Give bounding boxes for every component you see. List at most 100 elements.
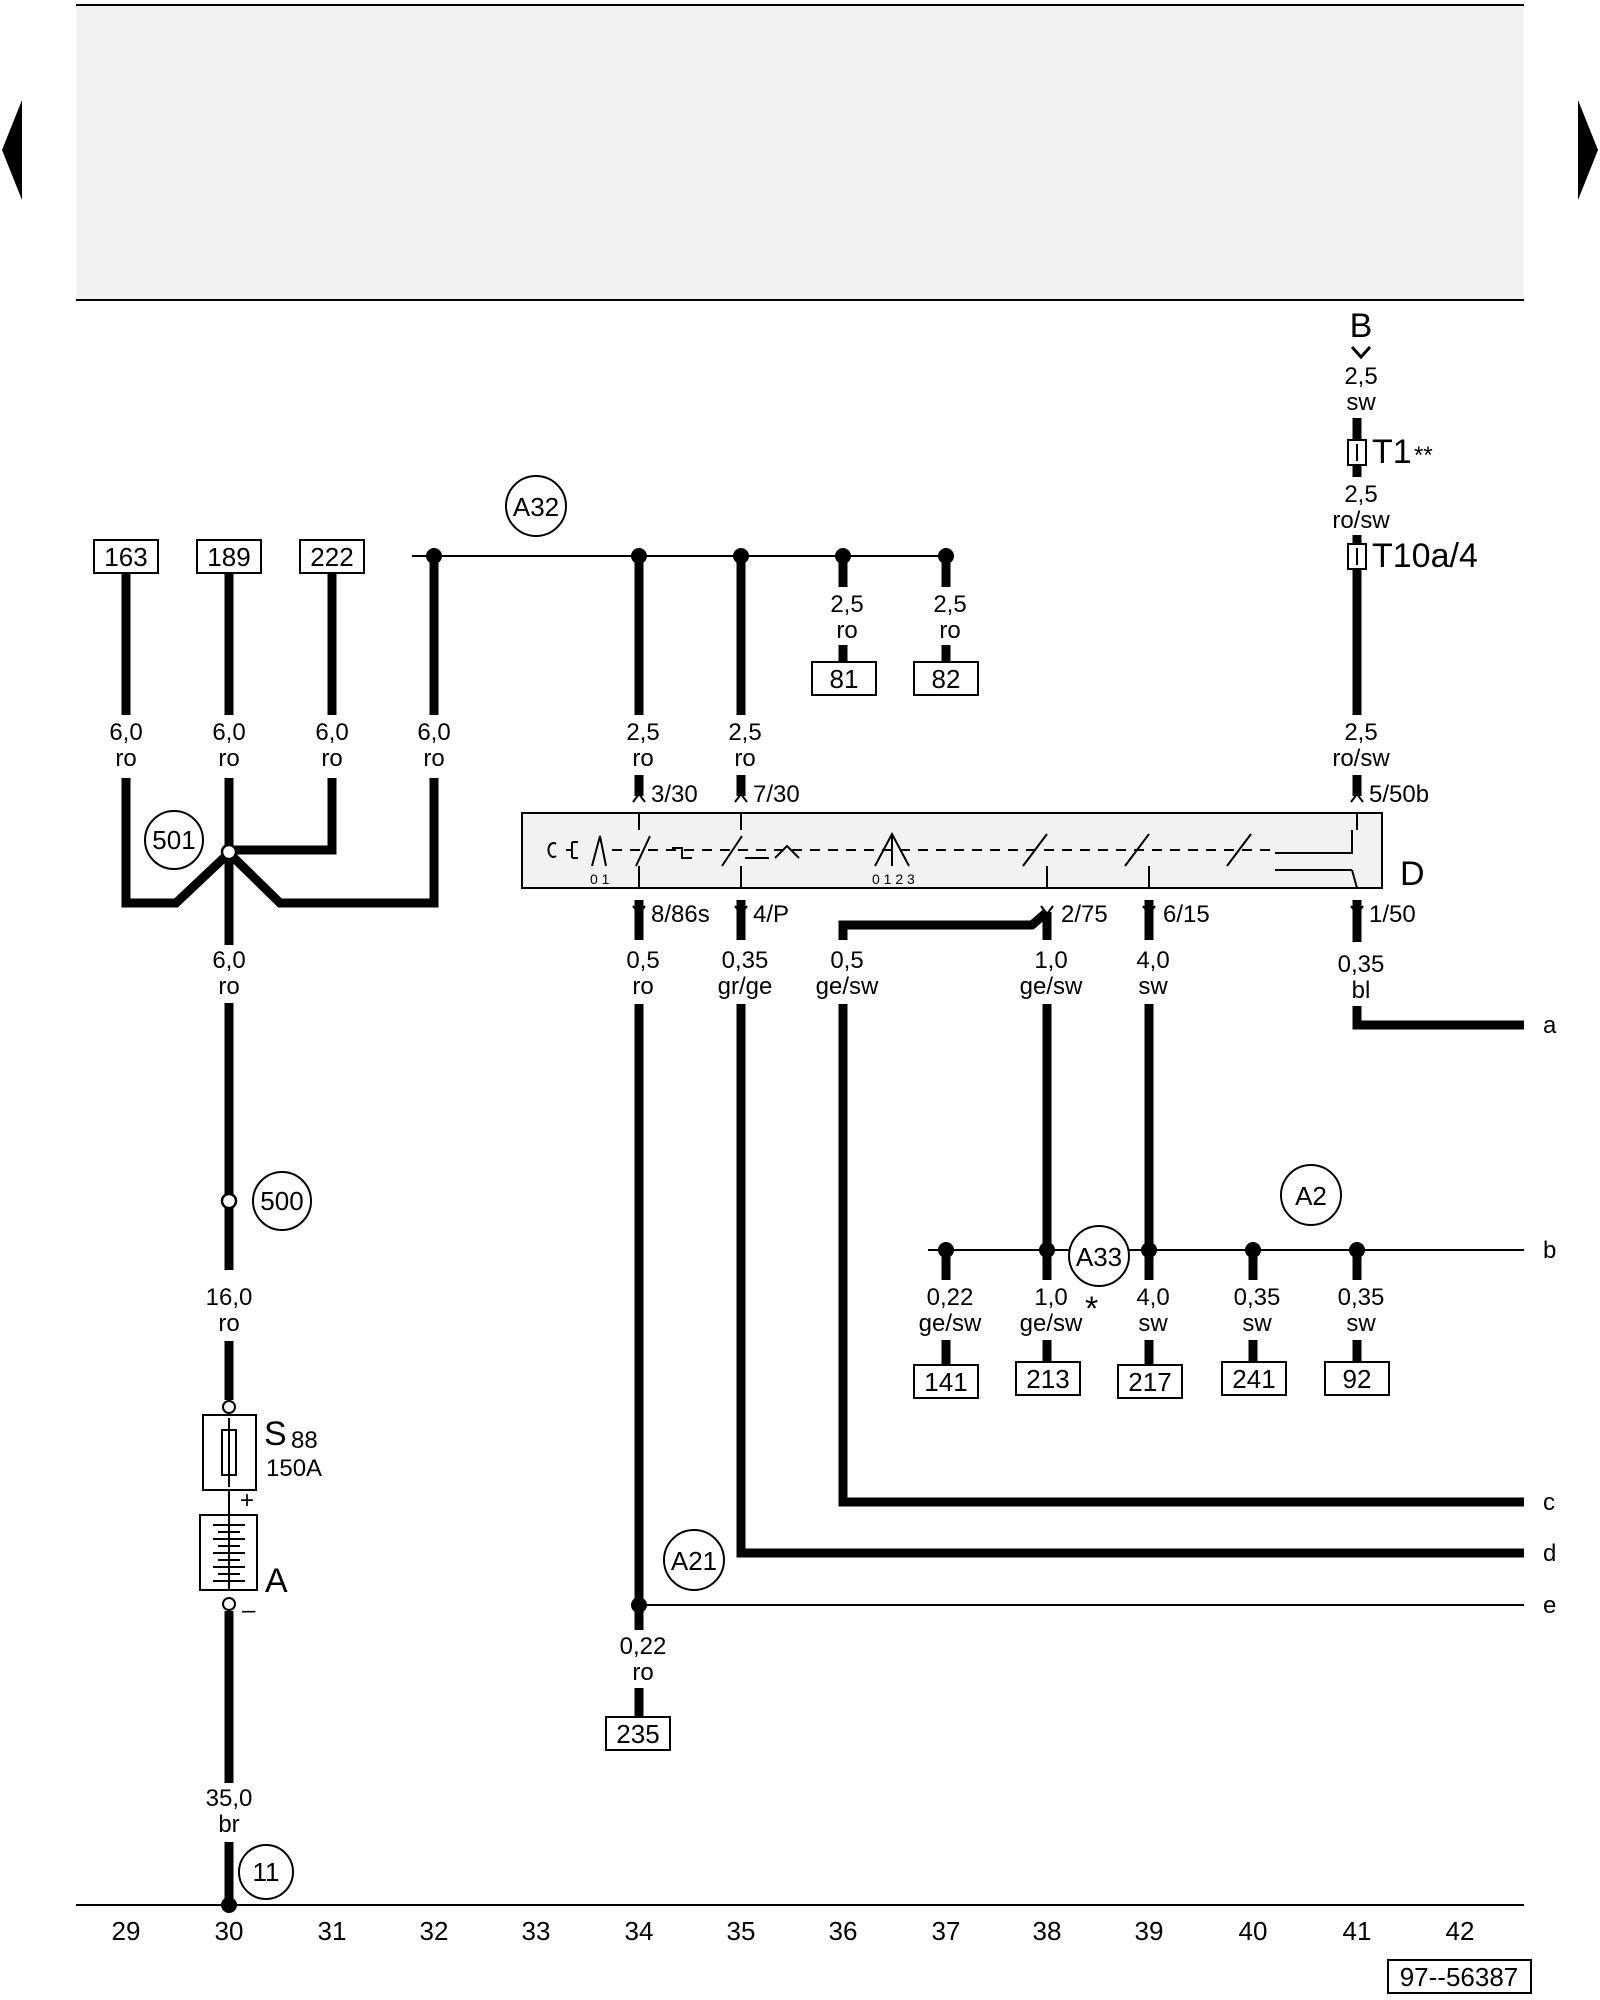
splice-500-point — [220, 1192, 238, 1210]
wire-30-mid-color: ro — [218, 973, 239, 1000]
point-b-icon — [1350, 345, 1372, 360]
wire-92-size: 0,35 — [1338, 1284, 1385, 1311]
node-a2 — [1280, 1164, 1342, 1226]
ref-241: 241 — [1232, 1364, 1275, 1394]
column-number: 30 — [215, 1916, 244, 1946]
wire-30b-color: ro — [218, 1310, 239, 1337]
wire-217-color: sw — [1138, 1310, 1168, 1337]
ignition-switch-d-label: D — [1400, 855, 1425, 893]
wire-213-star: * — [1085, 1290, 1098, 1328]
node-a33-label: A33 — [1076, 1242, 1122, 1272]
figure-id-box — [1387, 1959, 1532, 1994]
wire-35-top-color: ro — [734, 745, 755, 772]
wire-189-color: ro — [218, 745, 239, 772]
wire-30c-color: br — [218, 1811, 239, 1838]
wire-c — [838, 1004, 1524, 1507]
wire-163-size: 6,0 — [109, 719, 142, 746]
connector-t10a4-label: T10a/4 — [1372, 537, 1478, 575]
next-page-arrow-icon[interactable] — [1578, 100, 1598, 200]
ref-235: 235 — [616, 1719, 659, 1749]
fuse-rating: 150A — [266, 1455, 322, 1482]
battery-cells-icon — [213, 1524, 245, 1582]
wire-34-top-color: ro — [632, 745, 653, 772]
pin-arrow-550b-icon — [1350, 792, 1364, 803]
column-number: 41 — [1343, 1916, 1372, 1946]
edge-label-e: e — [1543, 1592, 1556, 1619]
edge-label-a: a — [1543, 1012, 1557, 1039]
junction-32 — [426, 548, 442, 564]
node-11 — [238, 1844, 294, 1900]
wire-35-top-size: 2,5 — [728, 719, 761, 746]
wire-t1-size: 2,5 — [1344, 481, 1377, 508]
wire-235-color: ro — [632, 1659, 653, 1686]
edge-label-d: d — [1543, 1540, 1556, 1567]
wire-213-size: 1,0 — [1034, 1284, 1067, 1311]
wire-35-bottom-color: gr/ge — [718, 973, 773, 1000]
wire-35-bottom-size: 0,35 — [722, 947, 769, 974]
wire-81-color: ro — [836, 617, 857, 644]
column-number: 36 — [829, 1916, 858, 1946]
node-500-label: 500 — [260, 1186, 303, 1216]
connector-t1-label: T1 — [1372, 433, 1412, 471]
column-number: 35 — [727, 1916, 756, 1946]
wire-41-top-size: 2,5 — [1344, 719, 1377, 746]
wire-189-size: 6,0 — [212, 719, 245, 746]
column-number: 34 — [625, 1916, 654, 1946]
node-a21 — [663, 1529, 725, 1591]
pin-150: 1/50 — [1369, 901, 1416, 928]
wire-30-mid-size: 6,0 — [212, 947, 245, 974]
point-b-label: B — [1350, 307, 1373, 345]
column-number: 31 — [318, 1916, 347, 1946]
wire-222-lower — [229, 778, 337, 855]
ref-box-92 — [1324, 1361, 1390, 1396]
edge-label-b: b — [1543, 1237, 1556, 1264]
node-a32 — [505, 475, 567, 537]
wire-141-color: ge/sw — [919, 1310, 982, 1337]
ref-217: 217 — [1128, 1367, 1171, 1397]
wire-217-size: 4,0 — [1136, 1284, 1169, 1311]
pin-550b: 5/50b — [1369, 781, 1429, 808]
ref-box-222 — [299, 539, 365, 574]
header-bar — [76, 5, 1524, 300]
battery-minus-terminal — [222, 1597, 236, 1611]
pin-330: 3/30 — [651, 781, 698, 808]
splice-501-point — [220, 843, 238, 861]
wire-36-color: ge/sw — [816, 973, 879, 1000]
ref-141: 141 — [924, 1367, 967, 1397]
battery-plus: + — [240, 1487, 254, 1514]
previous-page-arrow-icon[interactable] — [2, 100, 22, 200]
wire-34-bottom-size: 0,5 — [626, 947, 659, 974]
ref-box-235 — [605, 1716, 671, 1751]
battery-minus: – — [242, 1597, 256, 1624]
ref-box-82 — [913, 661, 979, 696]
column-number: 38 — [1033, 1916, 1062, 1946]
node-11-label: 11 — [253, 1857, 280, 1887]
ref-82: 82 — [932, 664, 961, 694]
wire-39-color: sw — [1138, 973, 1168, 1000]
node-500 — [252, 1171, 312, 1231]
wire-41-top-color: ro/sw — [1332, 745, 1390, 772]
wire-81-size: 2,5 — [830, 591, 863, 618]
wire-b-color: sw — [1346, 389, 1376, 416]
fuse-s-number: 88 — [291, 1427, 318, 1454]
ignition-switch-mechanism-icon — [547, 813, 1358, 889]
node-a32-label: A32 — [513, 492, 559, 522]
wire-a — [1352, 1006, 1524, 1030]
figure-id: 97--56387 — [1400, 1962, 1519, 1992]
column-number: 29 — [112, 1916, 141, 1946]
wire-92-color: sw — [1346, 1310, 1376, 1337]
wire-39-size: 4,0 — [1136, 947, 1169, 974]
pin-275: 2/75 — [1061, 901, 1108, 928]
fuse-top-terminal — [222, 1400, 236, 1414]
column-number: 32 — [420, 1916, 449, 1946]
wire-38-size: 1,0 — [1034, 947, 1067, 974]
node-501-label: 501 — [152, 825, 195, 855]
pin-4P: 4/P — [753, 901, 789, 928]
wire-36-branch — [838, 908, 1050, 940]
wire-241-color: sw — [1242, 1310, 1272, 1337]
wire-82-size: 2,5 — [933, 591, 966, 618]
wire-41-bottom-size: 0,35 — [1338, 951, 1385, 978]
ref-81: 81 — [830, 664, 859, 694]
wire-34-top-size: 2,5 — [626, 719, 659, 746]
pin-arrow-330-icon — [632, 792, 646, 803]
